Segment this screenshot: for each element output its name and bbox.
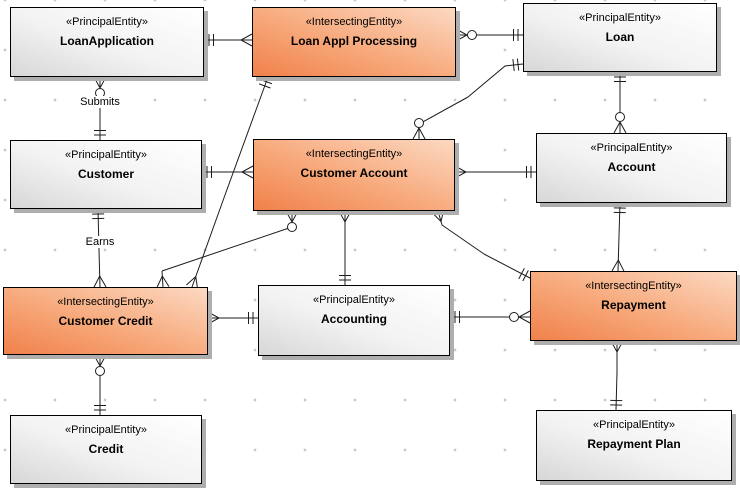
entity-customer-account[interactable]: «IntersectingEntity» Customer Account xyxy=(253,139,455,211)
entity-repayment-plan[interactable]: «PrincipalEntity» Repayment Plan xyxy=(536,410,732,481)
entity-stereotype: «PrincipalEntity» xyxy=(313,294,395,306)
entity-stereotype: «PrincipalEntity» xyxy=(66,16,148,28)
entity-stereotype: «IntersectingEntity» xyxy=(305,148,403,160)
entity-stereotype: «IntersectingEntity» xyxy=(585,280,682,292)
entity-account[interactable]: «PrincipalEntity» Account xyxy=(536,133,727,203)
entity-stereotype: «IntersectingEntity» xyxy=(305,16,403,28)
entity-name: Customer Credit xyxy=(58,314,153,328)
entity-repayment[interactable]: «IntersectingEntity» Repayment xyxy=(530,271,737,341)
entity-stereotype: «PrincipalEntity» xyxy=(65,424,147,436)
entity-stereotype: «PrincipalEntity» xyxy=(65,149,147,161)
relationship-line[interactable] xyxy=(156,270,170,288)
relationship-line[interactable] xyxy=(161,210,299,272)
entity-stereotype: «IntersectingEntity» xyxy=(57,296,154,308)
entity-loan[interactable]: «PrincipalEntity» Loan xyxy=(523,3,717,72)
entity-name: Repayment Plan xyxy=(587,437,681,451)
entity-name: Repayment xyxy=(601,298,666,312)
entity-name: Accounting xyxy=(321,312,387,326)
relationship-label-submits: Submits xyxy=(78,96,122,108)
relationship-line[interactable] xyxy=(93,249,107,288)
entity-name: Credit xyxy=(88,442,124,456)
entity-loan-application[interactable]: «PrincipalEntity» LoanApplication xyxy=(10,7,204,77)
entity-customer-credit[interactable]: «IntersectingEntity» Customer Credit xyxy=(3,287,208,355)
relationship-label-earns: Earns xyxy=(83,236,117,248)
entity-name: Loan Appl Processing xyxy=(290,34,418,48)
relationship-line[interactable] xyxy=(483,253,531,282)
entity-stereotype: «PrincipalEntity» xyxy=(590,142,673,154)
relationship-line[interactable] xyxy=(610,371,623,411)
relationship-line[interactable] xyxy=(412,96,469,140)
entity-name: Customer Account xyxy=(300,166,408,180)
entity-customer[interactable]: «PrincipalEntity» Customer xyxy=(10,140,202,209)
entity-loan-appl-processing[interactable]: «IntersectingEntity» Loan Appl Processin… xyxy=(252,7,456,77)
entity-name: Customer xyxy=(77,167,134,181)
entity-stereotype: «PrincipalEntity» xyxy=(579,12,661,24)
entity-stereotype: «PrincipalEntity» xyxy=(593,419,675,431)
entity-name: Account xyxy=(607,160,656,174)
relationship-line[interactable] xyxy=(224,76,273,196)
relationship-line[interactable] xyxy=(431,209,485,255)
entity-credit[interactable]: «PrincipalEntity» Credit xyxy=(10,415,202,484)
relationship-line[interactable] xyxy=(611,235,625,272)
relationship-line[interactable] xyxy=(186,194,226,290)
entity-name: Loan xyxy=(605,30,635,44)
entity-name: LoanApplication xyxy=(60,34,154,48)
relationship-line[interactable] xyxy=(467,58,524,98)
relationship-line[interactable] xyxy=(613,202,626,237)
entity-accounting[interactable]: «PrincipalEntity» Accounting xyxy=(258,285,450,356)
